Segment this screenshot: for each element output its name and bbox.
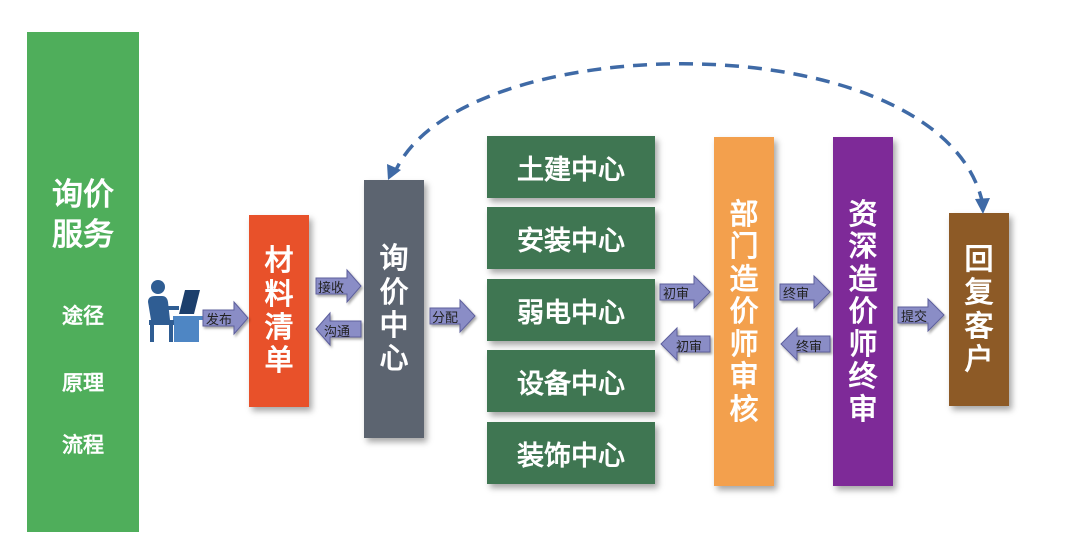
arrow-label-first-review-forward: 初审 — [663, 287, 690, 302]
arrow-label-final-review-back: 终审 — [796, 340, 823, 355]
senior-cost-engineer-final-review-box: 资深造价师终审 — [833, 137, 893, 486]
reply-customer-box: 回复客户 — [949, 213, 1009, 406]
center-decoration: 装饰中心 — [487, 422, 655, 484]
side-panel-title: 询价服务 — [52, 177, 114, 253]
arrow-label-receive: 接收 — [318, 281, 345, 296]
center-civil-construction: 土建中心 — [487, 136, 655, 198]
arrow-communicate — [315, 311, 362, 347]
inquiry-center-label: 询价中心 — [379, 241, 409, 376]
center-installation: 安装中心 — [487, 207, 655, 269]
arrow-receive — [315, 268, 362, 304]
side-panel: 询价服务 途径 原理 流程 — [27, 32, 139, 532]
reply-customer-label: 回复客户 — [964, 241, 994, 376]
center-low-voltage: 弱电中心 — [487, 279, 655, 341]
arrow-label-first-review-back: 初审 — [676, 340, 703, 355]
side-panel-item-principles: 原理 — [62, 371, 104, 395]
arrow-first-review-back — [660, 326, 711, 362]
materials-list-box: 材料清单 — [249, 215, 309, 407]
inquiry-center-box: 询价中心 — [364, 180, 424, 438]
arrow-final-review-forward — [779, 274, 831, 310]
arrow-publish — [202, 300, 249, 336]
side-panel-item-process: 流程 — [62, 433, 104, 457]
feedback-loop-dashed-arc — [393, 62, 985, 206]
arrow-label-communicate: 沟通 — [324, 325, 351, 340]
arrow-final-review-back — [780, 326, 831, 362]
center-equipment: 设备中心 — [487, 350, 655, 412]
arrow-first-review-forward — [659, 274, 711, 310]
dept-cost-engineer-review-label: 部门造价师审核 — [729, 196, 759, 426]
person-at-computer-icon — [148, 280, 203, 342]
dept-cost-engineer-review-box: 部门造价师审核 — [714, 137, 774, 486]
materials-list-label: 材料清单 — [264, 243, 294, 378]
arrow-submit — [897, 297, 945, 333]
arrow-label-submit: 提交 — [901, 310, 928, 325]
feedback-loop-arrowhead-left — [387, 164, 401, 180]
senior-cost-engineer-final-review-label: 资深造价师终审 — [848, 196, 878, 426]
arrow-label-distribute: 分配 — [432, 311, 459, 326]
arrow-label-publish: 发布 — [206, 313, 233, 328]
arrow-label-final-review-forward: 终审 — [783, 287, 810, 302]
feedback-loop-arrowhead-right — [975, 198, 990, 214]
side-panel-item-channels: 途径 — [62, 304, 104, 328]
arrow-distribute — [429, 298, 476, 334]
